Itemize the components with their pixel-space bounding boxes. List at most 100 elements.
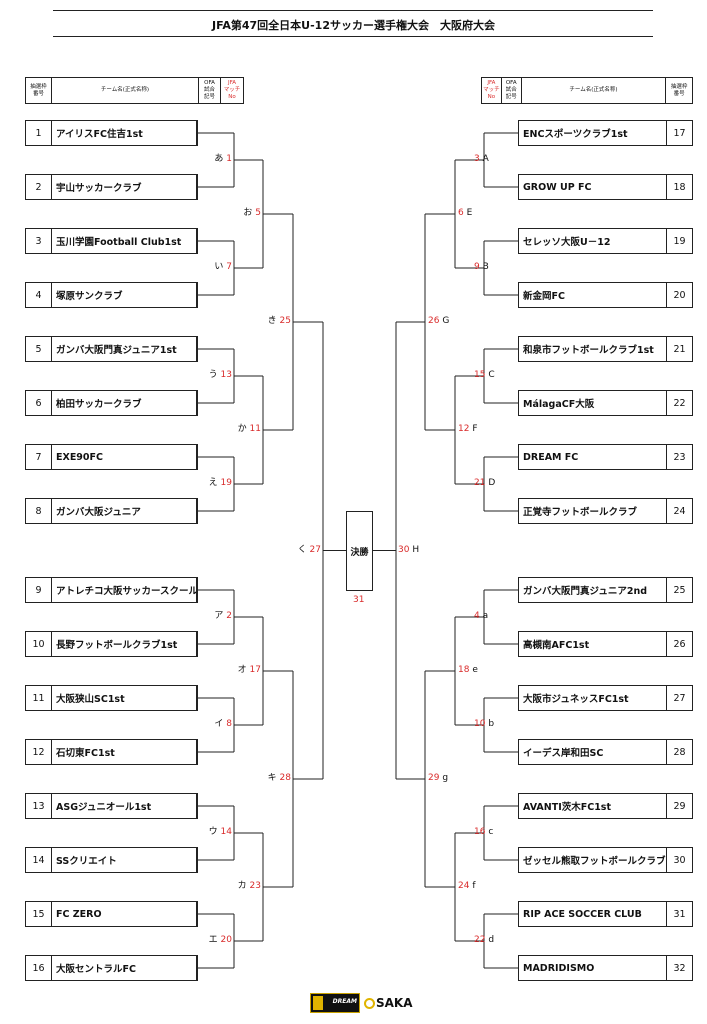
draw-number: 2	[26, 175, 52, 199]
header-left: 抽選枠 番号 チーム名(正式名称) OFA 試合 記号 JFA マッチ No	[25, 77, 244, 104]
draw-number: 25	[666, 578, 692, 602]
match-label: イ 8	[214, 719, 232, 730]
ofa-match-symbol: B	[482, 262, 489, 272]
team-name: GROW UP FC	[523, 181, 592, 193]
draw-number: 9	[26, 578, 52, 602]
match-label: 18 e	[458, 665, 478, 676]
match-label: 9 B	[474, 262, 489, 273]
team-name: FC ZERO	[52, 902, 197, 926]
jfa-match-no: 29	[428, 773, 440, 783]
jfa-match-no: 23	[249, 881, 261, 891]
match-label: ウ 14	[209, 827, 232, 838]
team-entry: セレッソ大阪U－12 19	[518, 228, 693, 254]
match-label: オ 17	[238, 665, 261, 676]
draw-number: 29	[666, 794, 692, 818]
ofa-match-symbol: ウ	[208, 827, 218, 837]
ofa-match-symbol: F	[472, 424, 478, 434]
jfa-match-no: 26	[428, 316, 440, 326]
team-name: SSクリエイト	[52, 848, 197, 872]
match-label: 30 H	[398, 545, 419, 556]
title-rule-bottom	[53, 36, 653, 37]
draw-number: 1	[26, 121, 52, 145]
draw-number: 28	[666, 740, 692, 764]
draw-number: 7	[26, 445, 52, 469]
ofa-match-symbol: あ	[214, 154, 224, 164]
jfa-match-no: 3	[474, 154, 480, 164]
page-title: JFA第47回全日本U-12サッカー選手権大会 大阪府大会	[212, 19, 495, 32]
team-name: 石切東FC1st	[52, 740, 197, 764]
team-name: 大阪狭山SC1st	[52, 686, 197, 710]
jfa-match-no: 2	[226, 611, 232, 621]
team-name: ガンバ大阪ジュニア	[52, 499, 197, 523]
draw-number: 31	[666, 902, 692, 926]
ofa-match-symbol: d	[488, 935, 495, 945]
match-label: エ 20	[209, 935, 232, 946]
draw-number: 12	[26, 740, 52, 764]
team-name: 宇山サッカークラブ	[52, 175, 197, 199]
ofa-match-symbol: g	[442, 773, 449, 783]
match-label: か 11	[238, 424, 261, 435]
match-label: 3 A	[474, 154, 489, 165]
jfa-match-no: 9	[474, 262, 480, 272]
draw-number: 4	[26, 283, 52, 307]
team-name: DREAM FC	[523, 451, 579, 463]
ofa-match-symbol: b	[488, 719, 495, 729]
jfa-match-no: 15	[474, 370, 486, 380]
header-team-name: チーム名(正式名称)	[52, 78, 199, 103]
jfa-match-no: 5	[255, 208, 261, 218]
draw-number: 19	[666, 229, 692, 253]
team-name: セレッソ大阪U－12	[523, 237, 611, 248]
ofa-match-symbol: f	[472, 881, 476, 891]
draw-number: 32	[666, 956, 692, 980]
team-name: MADRIDISMO	[523, 962, 595, 974]
team-name: ENCスポーツクラブ1st	[523, 129, 628, 140]
match-label: 12 F	[458, 424, 478, 435]
header-team-name: チーム名(正式名称)	[522, 78, 667, 103]
draw-number: 30	[666, 848, 692, 872]
ofa-match-symbol: お	[243, 208, 253, 218]
match-label: 26 G	[428, 316, 449, 327]
team-name: 玉川学園Football Club1st	[52, 229, 197, 253]
dream-logo-text: DREAM	[332, 998, 357, 1005]
jfa-match-no: 20	[220, 935, 232, 945]
match-label: 22 d	[474, 935, 494, 946]
ofa-match-symbol: a	[482, 611, 489, 621]
ofa-match-symbol: E	[466, 208, 473, 218]
team-name: 長野フットボールクラブ1st	[52, 632, 197, 656]
match-label: キ 28	[268, 773, 291, 784]
header-draw-no: 抽選枠 番号	[26, 78, 52, 103]
jfa-match-no: 17	[249, 665, 261, 675]
match-label: あ 1	[214, 154, 232, 165]
jfa-match-no: 6	[458, 208, 464, 218]
jfa-match-no: 13	[220, 370, 232, 380]
header-ofa-code: OFA 試合 記号	[502, 78, 522, 103]
team-name: EXE90FC	[52, 445, 197, 469]
footer-logos: DREAM SAKA	[310, 993, 413, 1013]
team-name: 大阪市ジュネッスFC1st	[523, 694, 629, 705]
ofa-match-symbol: ア	[214, 611, 224, 621]
team-name: 新金岡FC	[523, 291, 565, 302]
team-name: 大阪セントラルFC	[52, 956, 197, 980]
team-name: 正覚寺フットボールクラブ	[523, 507, 638, 518]
team-name: 高槻南AFC1st	[523, 640, 590, 651]
draw-number: 10	[26, 632, 52, 656]
match-label: お 5	[243, 208, 261, 219]
draw-number: 21	[666, 337, 692, 361]
match-label: 6 E	[458, 208, 472, 219]
team-name: ガンバ大阪門真ジュニア2nd	[523, 586, 648, 597]
title-rule-top	[53, 10, 653, 11]
jfa-dream-logo: DREAM	[310, 993, 360, 1013]
ofa-match-symbol: エ	[208, 935, 218, 945]
ofa-match-symbol: G	[442, 316, 450, 326]
